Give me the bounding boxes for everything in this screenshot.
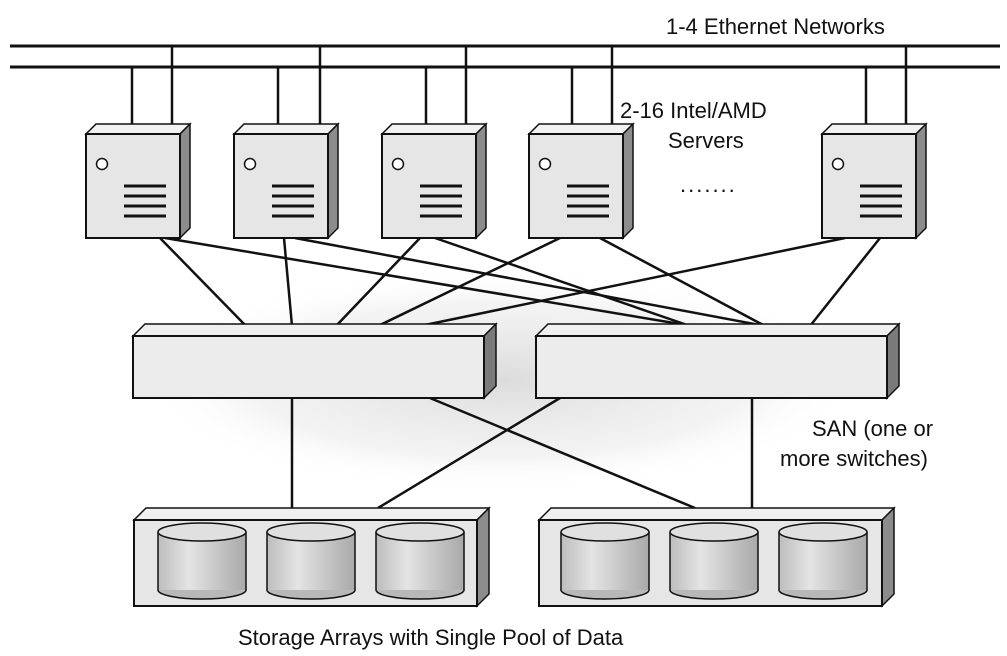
ethernet-networks (10, 44, 1000, 69)
disk-1-1 (157, 522, 247, 600)
servers-label-line2: Servers (668, 128, 744, 153)
server-3 (380, 122, 488, 240)
disk-2-3 (778, 522, 868, 600)
storage-links (290, 396, 754, 510)
server-2 (232, 122, 340, 240)
ethernet-networks-label: 1-4 Ethernet Networks (666, 14, 885, 39)
disk-2-2 (669, 522, 759, 600)
san-label-line1: SAN (one or (812, 416, 934, 441)
san-label-line2: more switches) (780, 446, 928, 471)
servers-ellipsis: ....... (680, 172, 737, 197)
disk-1-2 (266, 522, 356, 600)
disk-2-1 (560, 522, 650, 600)
san-switch-2 (534, 322, 901, 400)
server-1 (84, 122, 192, 240)
storage-caption: Storage Arrays with Single Pool of Data (238, 625, 624, 650)
storage-array-1 (132, 506, 491, 608)
server-5 (820, 122, 928, 240)
storage-array-2 (537, 506, 896, 608)
server-network-drops (130, 46, 908, 134)
server-4 (527, 122, 635, 240)
san-switch-1 (131, 322, 498, 400)
disk-1-3 (375, 522, 465, 600)
servers-label-line1: 2-16 Intel/AMD (620, 98, 767, 123)
san-links (159, 236, 881, 328)
